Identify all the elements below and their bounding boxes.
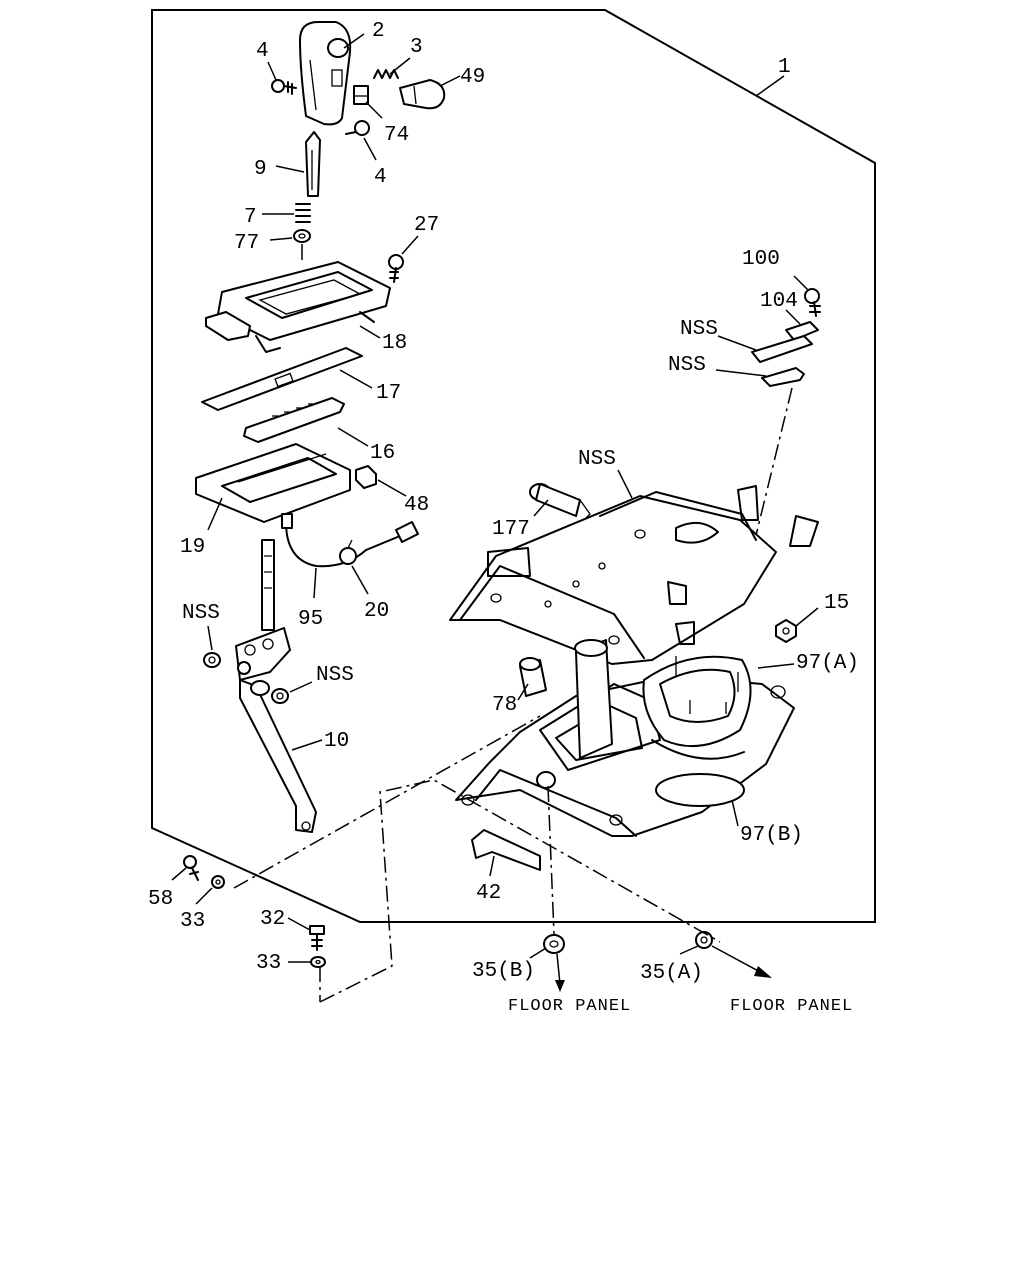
rod-9 — [305, 131, 321, 197]
label-10: 10 — [324, 730, 349, 753]
label-77: 77 — [234, 232, 259, 255]
callouts: 1 2 3 4 49 74 4 9 7 77 27 18 17 16 48 19… — [148, 20, 859, 1016]
label-42: 42 — [476, 882, 501, 905]
label-4-lower: 4 — [374, 166, 387, 189]
label-58: 58 — [148, 888, 173, 911]
label-35b: 35(B) — [472, 960, 535, 983]
bolt-100 — [804, 288, 821, 317]
bolt-27 — [388, 254, 404, 283]
clip-104 — [785, 321, 819, 341]
label-33-lower: 33 — [256, 952, 281, 975]
arrow-floor-panel-right — [711, 945, 772, 978]
shift-lever-10 — [235, 539, 317, 833]
label-nss-plate-upper: NSS — [680, 318, 718, 341]
nut-15 — [775, 619, 797, 643]
button-49 — [399, 79, 446, 110]
screw-4-lower — [345, 120, 370, 136]
label-78: 78 — [492, 694, 517, 717]
bushing-nss-right — [271, 688, 289, 704]
label-18: 18 — [382, 332, 407, 355]
assembly-frame — [151, 9, 876, 923]
label-19: 19 — [180, 536, 205, 559]
label-3: 3 — [410, 36, 423, 59]
label-95: 95 — [298, 608, 323, 631]
wire-harness-95 — [281, 513, 419, 568]
label-74: 74 — [384, 124, 409, 147]
cup-97a — [642, 655, 752, 748]
label-16: 16 — [370, 442, 395, 465]
clip-74 — [353, 85, 369, 105]
label-104: 104 — [760, 290, 798, 313]
bolt-32 — [309, 925, 325, 951]
label-nss-left: NSS — [182, 602, 220, 625]
label-1: 1 — [778, 56, 791, 79]
label-7: 7 — [244, 206, 257, 229]
indicator-housing-18 — [205, 261, 391, 353]
note-floor-panel-right: FLOOR PANEL — [730, 997, 853, 1016]
shift-knob — [299, 21, 352, 126]
lever-pivot-collar — [250, 680, 270, 696]
label-35a: 35(A) — [640, 962, 703, 985]
plate-nss-upper — [751, 335, 813, 363]
bolt-177 — [529, 483, 591, 521]
base-bracket-nss — [449, 485, 819, 665]
note-floor-panel-left: FLOOR PANEL — [508, 997, 631, 1016]
label-15: 15 — [824, 592, 849, 615]
label-nss-bracket: NSS — [578, 448, 616, 471]
plate-16 — [243, 397, 345, 443]
bushing-nss-left — [203, 652, 221, 668]
arrow-floor-panel-left — [555, 953, 565, 992]
washer-35a — [695, 931, 713, 949]
label-97a: 97(A) — [796, 652, 859, 675]
label-2: 2 — [372, 20, 385, 43]
post-column — [574, 639, 613, 759]
leader-lines — [171, 33, 819, 963]
label-177: 177 — [492, 518, 530, 541]
chain-lines — [233, 715, 721, 1003]
label-4-top: 4 — [256, 40, 269, 63]
bolt-58 — [183, 855, 199, 881]
label-100: 100 — [742, 248, 780, 271]
plate-nss-lower — [761, 367, 805, 387]
label-33-upper: 33 — [180, 910, 205, 933]
label-49: 49 — [460, 66, 485, 89]
grommet-35b — [543, 934, 565, 954]
label-20: 20 — [364, 600, 389, 623]
clip-20 — [339, 539, 357, 565]
washer-33-lower — [310, 956, 326, 968]
bracket-19 — [195, 443, 351, 523]
clip-42 — [471, 829, 541, 871]
label-32: 32 — [260, 908, 285, 931]
washer-33-upper — [211, 875, 225, 889]
spring-7 — [295, 203, 311, 223]
label-17: 17 — [376, 382, 401, 405]
label-nss-right: NSS — [316, 664, 354, 687]
label-9: 9 — [254, 158, 267, 181]
screw-4-top — [271, 79, 297, 95]
washer-77 — [293, 229, 311, 243]
plate-17 — [201, 347, 363, 411]
label-97b: 97(B) — [740, 824, 803, 847]
label-27: 27 — [414, 214, 439, 237]
label-48: 48 — [404, 494, 429, 517]
label-nss-plate-lower: NSS — [668, 354, 706, 377]
part-48 — [355, 465, 377, 489]
